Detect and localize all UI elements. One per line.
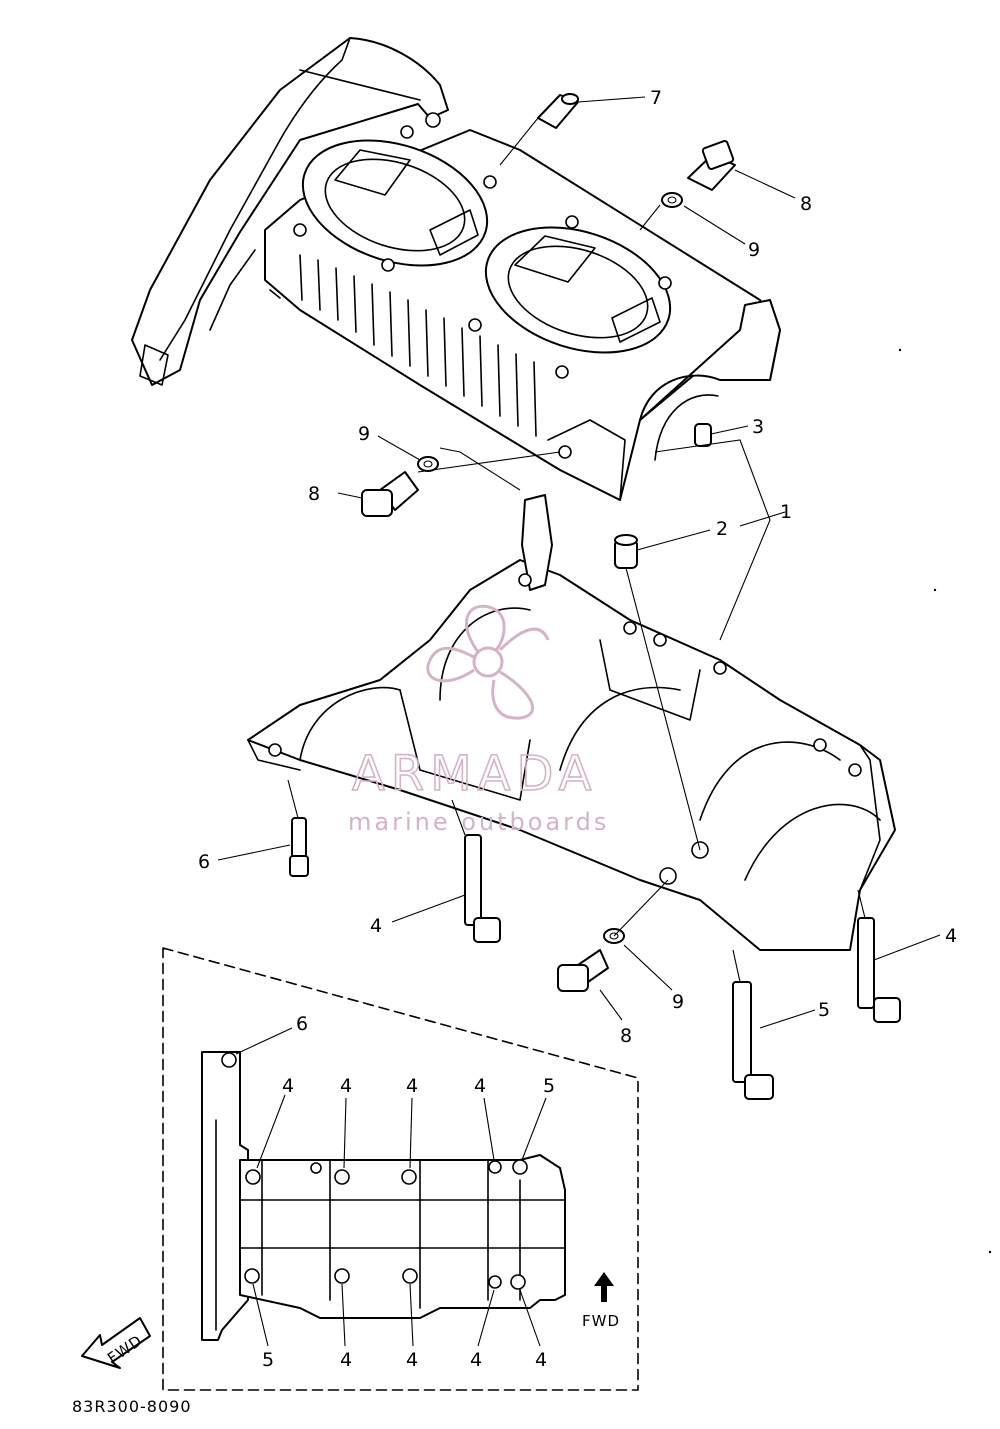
inset-label-bottom-2: 4 (340, 1349, 352, 1371)
bolt-5 (732, 981, 774, 1100)
callout-6: 6 (198, 851, 210, 873)
dowel-pin-3 (694, 423, 712, 447)
stud-bolt-7 (537, 93, 579, 129)
callout-9-upper: 9 (748, 239, 760, 261)
callout-1: 1 (780, 501, 792, 523)
inset-label-top-3: 4 (340, 1075, 352, 1097)
cylinder-bore-front (484, 226, 672, 354)
inset-label-top-2: 4 (282, 1075, 294, 1097)
callout-8-lower: 8 (620, 1025, 632, 1047)
propeller-logo-icon (426, 604, 550, 720)
inset-label-bottom-5: 4 (535, 1349, 547, 1371)
lower-crankcase (247, 494, 896, 951)
fwd-badge: FWD (81, 1317, 151, 1369)
inset-label-bottom-3: 4 (406, 1349, 418, 1371)
fwd-badge-arrow-icon (81, 1317, 151, 1369)
callout-8-left: 8 (308, 483, 320, 505)
dowel-2 (614, 534, 638, 569)
bolt-4-left (464, 834, 501, 943)
bolt-8-left (361, 471, 419, 517)
callout-5: 5 (818, 999, 830, 1021)
upper-crankcase (131, 37, 781, 501)
callout-9-left: 9 (358, 423, 370, 445)
callout-7: 7 (650, 87, 662, 109)
bottom-view-inset: 6 4 4 4 4 5 5 4 4 4 4 FWD (162, 947, 639, 1391)
inset-label-bottom-1: 5 (262, 1349, 274, 1371)
washer-9-upper (661, 192, 683, 208)
armada-watermark: ARMADA marine outboards (348, 604, 609, 836)
callout-8-upper: 8 (800, 193, 812, 215)
inset-label-top-5: 4 (474, 1075, 486, 1097)
inset-label-bottom-4: 4 (470, 1349, 482, 1371)
diagram-code: 83R300-8090 (72, 1397, 192, 1416)
washer-9-left (417, 456, 439, 472)
inset-fwd-label: FWD (582, 1312, 620, 1330)
callout-4-right: 4 (945, 925, 957, 947)
fwd-arrow-icon (594, 1272, 614, 1302)
bolt-6 (289, 817, 309, 877)
bolt-8-lower (557, 949, 609, 992)
callout-3: 3 (752, 416, 764, 438)
inset-label-top-1: 6 (296, 1013, 308, 1035)
cooling-fins (299, 254, 537, 437)
callout-2: 2 (716, 518, 728, 540)
leader-lines (217, 96, 941, 1029)
callout-4-left: 4 (370, 915, 382, 937)
inset-label-top-4: 4 (406, 1075, 418, 1097)
cylinder-bore-rear (301, 139, 489, 267)
callout-9-lower: 9 (672, 991, 684, 1013)
inset-label-top-6: 5 (543, 1075, 555, 1097)
watermark-tagline: marine outboards (348, 808, 609, 836)
bolt-4-right (857, 917, 901, 1023)
callout-labels: 7 8 9 3 9 8 2 1 6 4 4 9 8 5 (198, 87, 957, 1047)
bolt-8-upper (687, 140, 736, 191)
watermark-brand: ARMADA (352, 746, 597, 802)
